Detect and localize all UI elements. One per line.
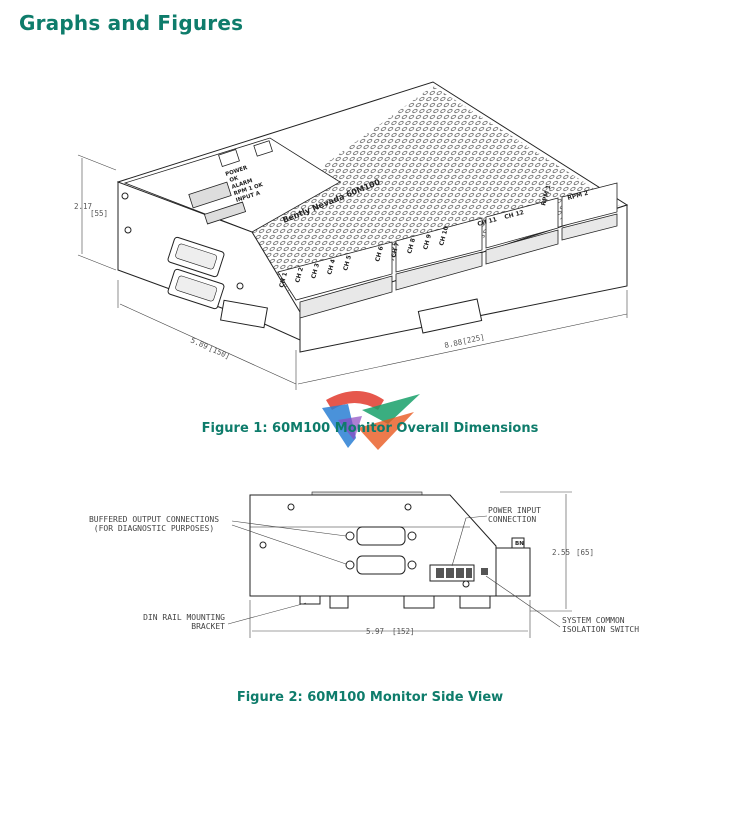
vent-area bbox=[245, 86, 620, 300]
svg-text:OK: OK bbox=[229, 175, 240, 184]
din-rail-sublabel: BRACKET bbox=[191, 622, 225, 631]
power-input-sublabel: CONNECTION bbox=[488, 515, 536, 524]
svg-text:CH 2: CH 2 bbox=[294, 267, 305, 284]
din-bracket bbox=[417, 298, 483, 334]
din-rail-label: DIN RAIL MOUNTING bbox=[143, 613, 225, 622]
dimension-depth bbox=[117, 280, 297, 390]
buffered-output-label: BUFFERED OUTPUT CONNECTIONS bbox=[89, 515, 219, 524]
dimension-width bbox=[297, 290, 628, 385]
power-input-connector bbox=[429, 564, 475, 582]
buffered-output-connectors bbox=[345, 526, 417, 575]
figure-2-drawing: BN BUFFERED bbox=[0, 485, 740, 645]
svg-text:[55]: [55] bbox=[90, 209, 108, 218]
page-heading: Graphs and Figures bbox=[19, 11, 244, 35]
svg-text:5.97: 5.97 bbox=[366, 627, 384, 636]
svg-text:BN: BN bbox=[515, 541, 524, 547]
buffered-output-sublabel: (FOR DIAGNOSTIC PURPOSES) bbox=[94, 524, 214, 533]
svg-text:5.89: 5.89 bbox=[189, 336, 209, 352]
svg-text:8.88: 8.88 bbox=[444, 337, 464, 350]
svg-text:CH 12: CH 12 bbox=[504, 209, 525, 221]
terminal-strips bbox=[277, 182, 618, 319]
svg-text:[150]: [150] bbox=[207, 344, 231, 361]
figure-2-caption: Figure 2: 60M100 Monitor Side View bbox=[236, 690, 504, 705]
svg-text:CH 9: CH 9 bbox=[422, 234, 433, 251]
isolation-switch-sublabel: ISOLATION SWITCH bbox=[562, 625, 639, 634]
power-input-label: POWER INPUT bbox=[488, 506, 541, 515]
svg-text:CH 6: CH 6 bbox=[374, 246, 385, 263]
isolation-switch-label: SYSTEM COMMON bbox=[562, 616, 625, 625]
svg-text:2.55: 2.55 bbox=[552, 548, 570, 557]
svg-text:CH 3: CH 3 bbox=[310, 263, 321, 280]
svg-text:[152]: [152] bbox=[392, 627, 415, 636]
figure-1-drawing: POWER OK ALARM RPM 1 OK INPUT A Bently N… bbox=[0, 70, 740, 400]
dimension-height bbox=[77, 154, 117, 271]
connector-block-top bbox=[188, 181, 247, 225]
svg-text:[65]: [65] bbox=[576, 548, 594, 557]
svg-text:CH 8: CH 8 bbox=[406, 238, 417, 255]
svg-text:CH 4: CH 4 bbox=[326, 259, 337, 276]
isolation-switch bbox=[481, 568, 488, 575]
svg-text:CH 1: CH 1 bbox=[278, 272, 289, 289]
front-connectors bbox=[121, 192, 268, 329]
svg-text:CH 10: CH 10 bbox=[438, 226, 450, 247]
svg-text:CH 7: CH 7 bbox=[390, 242, 401, 259]
watermark-logo bbox=[322, 391, 420, 450]
svg-text:2.17: 2.17 bbox=[74, 202, 92, 211]
channel-labels: CH 1 CH 2 CH 3 CH 4 CH 5 CH 6 CH 7 CH 8 … bbox=[278, 184, 589, 288]
svg-text:[225]: [225] bbox=[462, 332, 486, 345]
svg-text:CH 5: CH 5 bbox=[342, 255, 353, 272]
svg-text:CH 11: CH 11 bbox=[477, 216, 498, 228]
figure-1-caption: Figure 1: 60M100 Monitor Overall Dimensi… bbox=[201, 421, 539, 436]
